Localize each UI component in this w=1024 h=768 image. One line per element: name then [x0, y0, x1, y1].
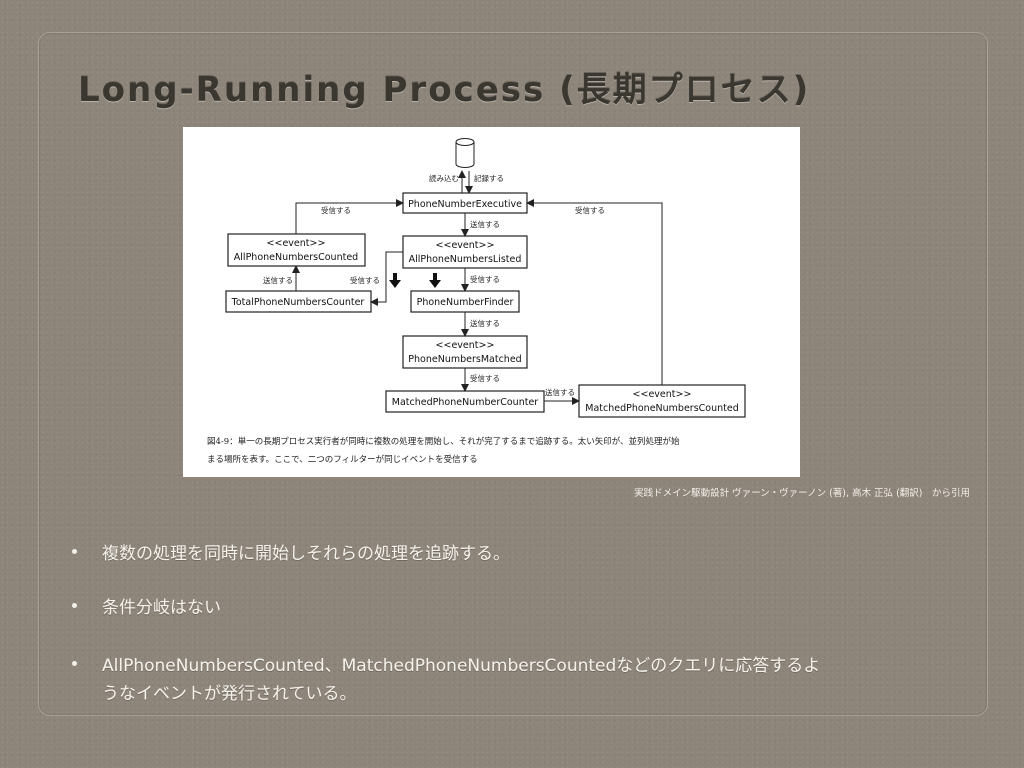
matched-box [402, 335, 528, 369]
figure-caption-line-1: 図4-9：単一の長期プロセス実行者が同時に複数の処理を開始し、それが完了するまで… [207, 437, 680, 447]
send-matched-counter-label: 送信する [545, 387, 575, 397]
parallel-start-arrow-left [389, 273, 401, 288]
figure-caption: 図4-9：単一の長期プロセス実行者が同時に複数の処理を開始し、それが完了するまで… [207, 433, 782, 469]
receive-left-label: 受信する [321, 205, 351, 215]
slide-title: Long-Running Process (長期プロセス) [78, 70, 811, 110]
bullet-dot-icon [72, 661, 77, 666]
parallel-start-arrow-right [429, 273, 441, 288]
slide-frame [38, 32, 988, 716]
matched-label: PhoneNumbersMatched [408, 354, 521, 365]
matched-counter-label: MatchedPhoneNumberCounter [392, 397, 539, 408]
send-finder-label: 送信する [470, 318, 500, 328]
figure-caption-line-2: まる場所を表す。ここで、二つのフィルターが同じイベントを受信する [207, 455, 478, 465]
receive-finder-label: 受信する [470, 274, 500, 284]
all-counted-stereotype: <<event>> [267, 238, 326, 249]
matched-stereotype: <<event>> [436, 340, 495, 351]
process-diagram: 読み込む 記録する PhoneNumberExecutive <<event>>… [225, 138, 746, 418]
total-counter-label: TotalPhoneNumbersCounter [231, 297, 365, 308]
receive-left-arrow [295, 199, 404, 234]
receive-right-label: 受信する [575, 205, 605, 215]
all-counted-label: AllPhoneNumbersCounted [234, 252, 358, 263]
bullet-text: 条件分岐はない [102, 598, 221, 618]
send-executive-label: 送信する [470, 219, 500, 229]
receive-matched-label: 受信する [470, 373, 500, 383]
matched-counted-stereotype: <<event>> [633, 389, 692, 400]
bullet-text: AllPhoneNumbersCounted、MatchedPhoneNumbe… [102, 656, 821, 676]
receive-total-label: 受信する [350, 275, 380, 285]
read-label: 読み込む [429, 173, 459, 183]
source-citation: 実践ドメイン駆動設計 ヴァーン・ヴァーノン (著), 高木 正弘 (翻訳) から… [634, 488, 970, 499]
record-label: 記録する [474, 173, 504, 183]
bullet-text: 複数の処理を同時に開始しそれらの処理を追跡する。 [102, 544, 510, 564]
database-cylinder-icon [455, 138, 475, 168]
all-listed-stereotype: <<event>> [436, 240, 495, 251]
send-total-label: 送信する [263, 275, 293, 285]
bullet-dot-icon [72, 549, 77, 554]
all-listed-label: AllPhoneNumbersListed [409, 254, 522, 265]
bullet-dot-icon [72, 603, 77, 608]
executive-label: PhoneNumberExecutive [408, 199, 522, 210]
process-diagram-figure: 読み込む 記録する PhoneNumberExecutive <<event>>… [183, 127, 800, 477]
receive-total-arrow [370, 251, 403, 306]
matched-counted-label: MatchedPhoneNumbersCounted [585, 403, 739, 414]
receive-right-arrow [526, 199, 663, 385]
bullet-text-continuation: うなイベントが発行されている。 [102, 684, 357, 704]
finder-label: PhoneNumberFinder [417, 297, 514, 308]
